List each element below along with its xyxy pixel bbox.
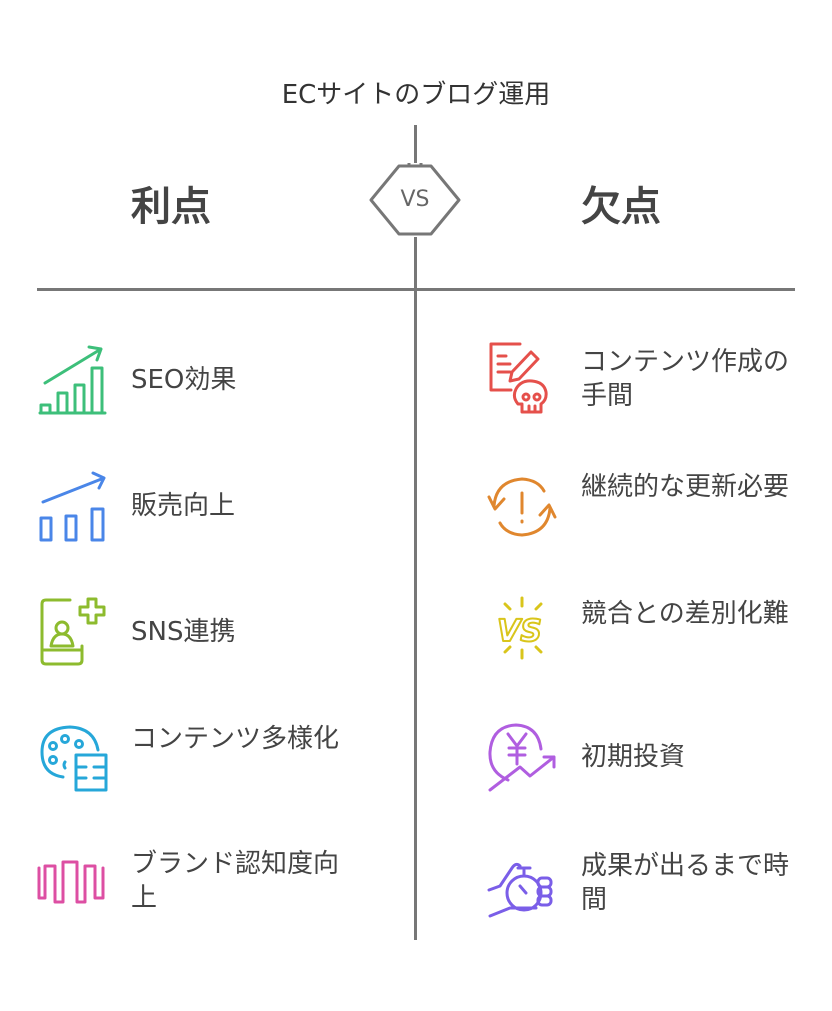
pros-heading: 利点 bbox=[131, 184, 211, 230]
refresh-alert-icon bbox=[486, 473, 558, 545]
vs-label: VS bbox=[400, 187, 430, 212]
yen-growth-icon bbox=[486, 722, 558, 794]
center-divider bbox=[414, 125, 417, 940]
cons-item-1: コンテンツ作成の手間 bbox=[581, 347, 790, 411]
versus-icon: VS bbox=[495, 596, 567, 668]
cons-heading: 欠点 bbox=[581, 184, 661, 230]
cons-item-4: 初期投資 bbox=[581, 742, 686, 772]
pros-item-4: コンテンツ多様化 bbox=[131, 724, 340, 754]
pros-item-5: ブランド認知度向上 bbox=[131, 849, 340, 913]
bar-chart-up-icon bbox=[37, 470, 109, 542]
growth-chart-icon bbox=[37, 343, 109, 415]
hand-stopwatch-icon bbox=[486, 848, 558, 920]
pros-item-3: SNS連携 bbox=[131, 617, 236, 647]
cons-item-3: 競合との差別化難 bbox=[581, 599, 789, 629]
wave-icon bbox=[37, 850, 109, 922]
cons-item-5: 成果が出るまで時間 bbox=[581, 851, 790, 915]
document-skull-icon bbox=[486, 342, 558, 414]
pros-item-1: SEO効果 bbox=[131, 365, 237, 395]
user-add-icon bbox=[38, 596, 110, 668]
vs-badge: VS bbox=[369, 161, 461, 237]
cons-item-2: 継続的な更新必要 bbox=[581, 472, 790, 502]
svg-text:VS: VS bbox=[497, 614, 542, 649]
diagram-title: ECサイトのブログ運用 bbox=[281, 80, 551, 110]
palette-icon bbox=[38, 722, 110, 794]
header-divider bbox=[37, 288, 795, 291]
pros-item-2: 販売向上 bbox=[131, 491, 236, 521]
